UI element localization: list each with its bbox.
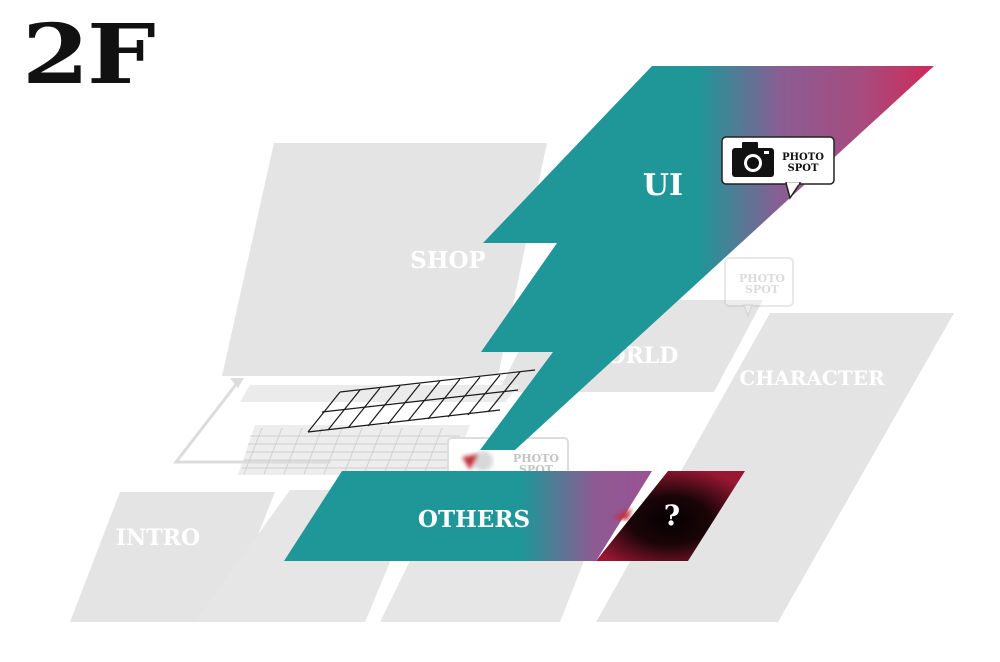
- question-icon: ?: [664, 499, 680, 532]
- zone-character-label: CHARACTER: [739, 366, 885, 390]
- photo-spot-line1: PHOTO: [782, 152, 824, 163]
- photo-spot-faint-world: PHOTO SPOT: [724, 257, 794, 319]
- stairs-icon: [172, 369, 536, 475]
- zone-shop[interactable]: SHOP: [222, 143, 547, 376]
- floor-title: 2F: [22, 7, 156, 103]
- zone-mystery[interactable]: ?: [596, 471, 745, 561]
- zone-intro-label: INTRO: [116, 525, 200, 551]
- zone-others-label: OTHERS: [418, 506, 530, 533]
- photo-spot-callout[interactable]: PHOTO SPOT: [721, 136, 835, 200]
- zone-others[interactable]: OTHERS: [284, 471, 652, 561]
- photo-spot-faint-world-line1: PHOTO: [739, 272, 785, 285]
- photo-spot-faint-stairs-line1: PHOTO: [513, 452, 559, 465]
- photo-spot-faint-world-line2: SPOT: [745, 283, 780, 296]
- photo-spot-faint-stairs: PHOTO SPOT: [447, 437, 569, 477]
- pointer-marker: [612, 508, 632, 520]
- zone-ui-label: UI: [643, 168, 683, 203]
- camera-icon: [732, 142, 774, 177]
- zone-shop-label: SHOP: [410, 247, 486, 274]
- photo-spot-line2: SPOT: [788, 163, 819, 174]
